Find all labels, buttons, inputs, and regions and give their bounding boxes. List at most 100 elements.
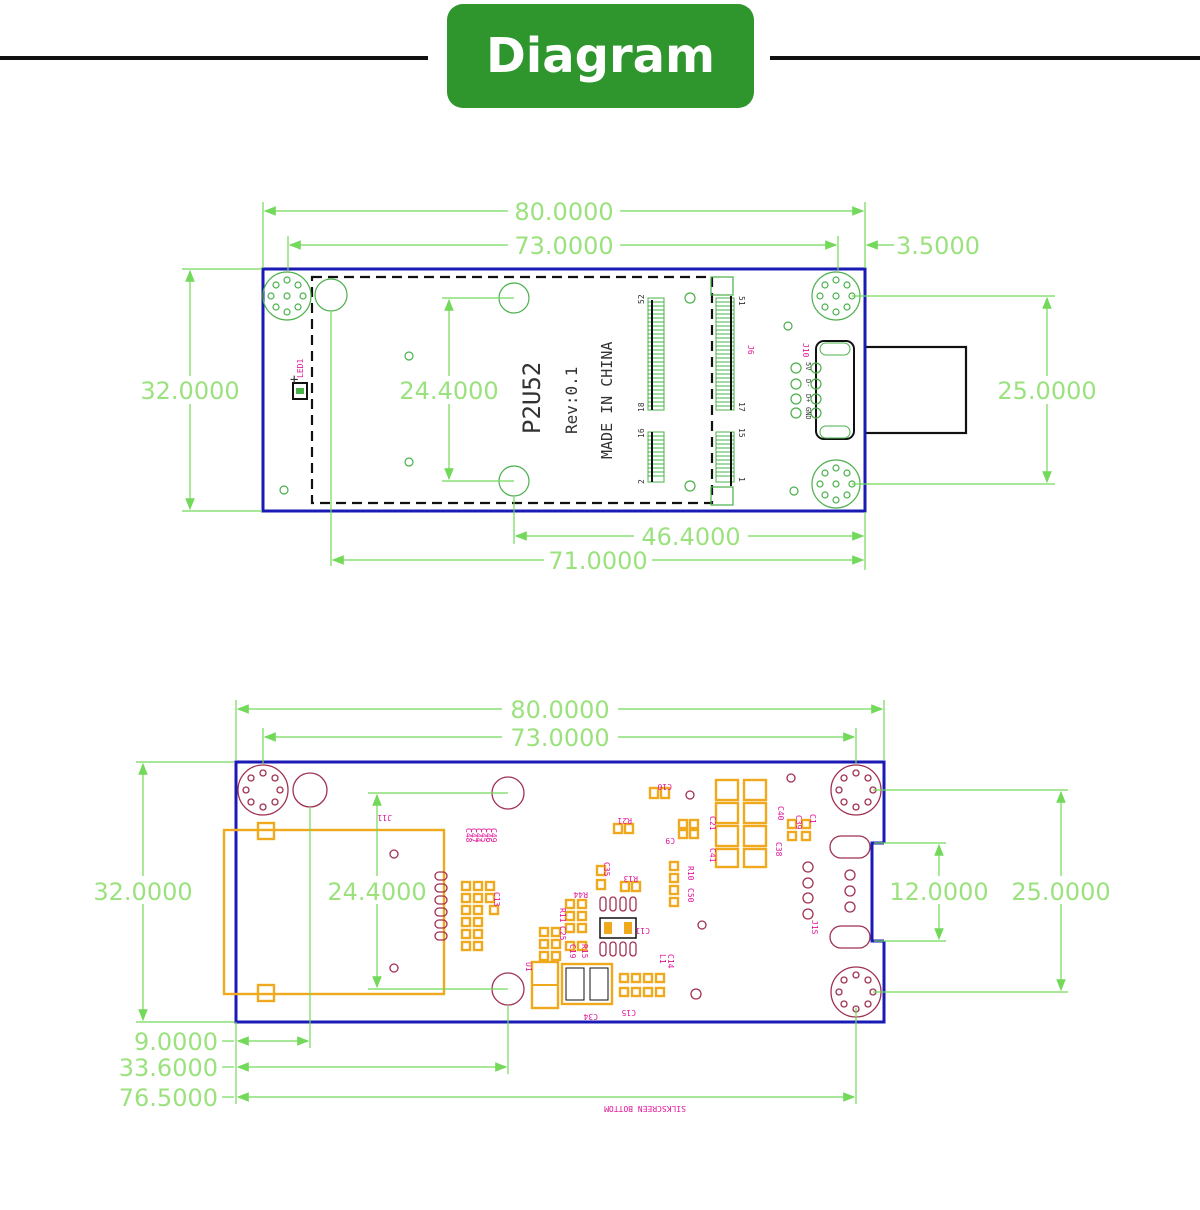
dim-bottom-73-label: 73.0000 xyxy=(510,724,609,752)
connector-j6-left-row xyxy=(647,297,665,483)
ref-designator-j1s: J1S xyxy=(810,920,819,935)
dim-bottom-9: 9.0000 xyxy=(134,807,311,1104)
dim-bottom-32: 32.0000 xyxy=(93,761,234,1023)
led1-footprint xyxy=(292,382,308,400)
pin-1-label: 1 xyxy=(737,477,746,482)
ref-designator-r10: R10 xyxy=(686,866,695,881)
dim-top-80-label: 80.0000 xyxy=(514,198,613,226)
dim-bottom-33-6: 33.6000 xyxy=(119,1005,509,1082)
led-polarity-mark: + xyxy=(290,372,298,388)
dim-top-46-4-label: 46.4000 xyxy=(641,523,740,551)
header-bar: Diagram xyxy=(0,0,1200,120)
dim-bottom-80-label: 80.0000 xyxy=(510,696,609,724)
bottom-board-outline xyxy=(234,760,886,1024)
ref-designator-r15: R15 xyxy=(580,944,589,959)
dim-top-32: 32.0000 xyxy=(140,268,262,512)
pin-16-label: 16 xyxy=(637,428,646,438)
ref-designator-c19: C19 xyxy=(568,944,577,959)
dim-bottom-24-4-label: 24.4000 xyxy=(327,878,426,906)
dim-bottom-32-label: 32.0000 xyxy=(93,878,192,906)
ref-designator-c34: C34 xyxy=(583,1012,598,1021)
ref-designator-c44: C44 xyxy=(474,828,483,843)
mount-hole-top-left xyxy=(262,271,312,321)
ref-designator-c25: C25 xyxy=(558,926,567,941)
ref-designator-c46: C46 xyxy=(484,828,493,843)
dim-top-73: 73.0000 xyxy=(287,232,839,270)
ref-designator-u1: U1 xyxy=(524,962,533,972)
ref-designator-c35: C35 xyxy=(602,862,611,877)
ref-designator-c49: C49 xyxy=(489,828,498,843)
ref-designator-c15: C15 xyxy=(621,1008,636,1017)
dim-top-73-label: 73.0000 xyxy=(514,232,613,260)
ref-designator-c1: C1 xyxy=(808,814,817,824)
dim-bottom-76-5-label: 76.5000 xyxy=(119,1084,218,1112)
pin-18-label: 18 xyxy=(637,402,646,412)
header-rule-left xyxy=(0,56,428,60)
dim-bottom-33-6-label: 33.6000 xyxy=(119,1054,218,1082)
silkscreen-bottom-label: SILKSCREEN BOTTOM xyxy=(604,1104,686,1113)
dim-bottom-24-4: 24.4000 xyxy=(327,792,508,990)
dim-bottom-73: 73.0000 xyxy=(262,724,857,764)
j10-ref-label: J10 xyxy=(801,343,810,358)
dim-bottom-9-label: 9.0000 xyxy=(134,1028,218,1056)
ref-designator-l1: L1 xyxy=(658,954,667,964)
module-keepout-outline xyxy=(310,275,714,505)
revision-label: Rev:0.1 xyxy=(562,367,581,434)
usb-pin-5v-label: 5V xyxy=(804,362,812,371)
dim-top-25-label: 25.0000 xyxy=(997,377,1096,405)
usb-pin-dp-label: D+ xyxy=(804,394,812,402)
dim-top-25: 25.0000 xyxy=(852,295,1097,485)
pin-51-label: 51 xyxy=(737,296,746,306)
j6-ref-label: J6 xyxy=(746,345,755,355)
bottom-hole-left xyxy=(237,764,289,816)
ref-designator-c13: C13 xyxy=(492,892,501,907)
pin-2-label: 2 xyxy=(637,479,646,484)
ref-designator-c45: C45 xyxy=(479,828,488,843)
pin-17-label: 17 xyxy=(737,402,746,412)
component-pads xyxy=(460,778,812,1010)
dim-bottom-12-label: 12.0000 xyxy=(889,878,988,906)
usb-connector-body xyxy=(850,345,968,435)
led-ref-label: LED1 xyxy=(296,359,305,378)
pin-15-label: 15 xyxy=(737,428,746,438)
ref-designator-c38: C38 xyxy=(774,842,783,857)
dim-top-32-label: 32.0000 xyxy=(140,377,239,405)
dim-top-3-5: 3.5000 xyxy=(865,232,980,260)
ref-designator-c50: C50 xyxy=(686,888,695,903)
header-pads-column xyxy=(434,871,448,941)
bottom-usb-pads xyxy=(802,835,871,949)
pin-52-label: 52 xyxy=(637,294,646,304)
dim-bottom-76-5: 76.5000 xyxy=(119,1008,857,1112)
ref-designator-r21: R21 xyxy=(617,816,632,825)
dim-bottom-25: 25.0000 xyxy=(873,789,1111,993)
standoff-hole xyxy=(314,278,348,312)
dim-top-71-label: 71.0000 xyxy=(548,547,647,575)
header-rule-right xyxy=(770,56,1200,60)
connector-j6-right-row xyxy=(710,276,735,506)
ref-designator-r44: R44 xyxy=(573,890,588,899)
ref-designator-c41: C41 xyxy=(708,848,717,863)
title-badge: Diagram xyxy=(447,4,754,108)
dim-top-46-4: 46.4000 xyxy=(513,497,866,570)
usb-pin-gnd-label: GND xyxy=(804,407,812,420)
top-view: P2U52 Rev:0.1 MADE IN CHINA LED1 + J6 J1… xyxy=(140,198,1096,575)
ref-designator-c11: C11 xyxy=(635,926,650,935)
dim-top-71: 71.0000 xyxy=(330,312,865,575)
origin-label: MADE IN CHINA xyxy=(598,342,616,459)
ref-designator-c47: C47 xyxy=(469,828,478,843)
ref-designator-j11: J11 xyxy=(377,813,392,822)
bottom-view: J11C10R21C9C21C41C40C38C39C1C35R13R10C50… xyxy=(93,696,1110,1113)
ref-designator-c21: C21 xyxy=(708,816,717,831)
ref-designator-c10: C10 xyxy=(657,782,672,791)
ref-designator-c39: C39 xyxy=(794,815,803,830)
dim-top-3-5-label: 3.5000 xyxy=(896,232,980,260)
ref-designator-c48: C48 xyxy=(464,828,473,843)
ref-designator-c14: C14 xyxy=(666,954,675,969)
dim-bottom-25-label: 25.0000 xyxy=(1011,878,1110,906)
dim-bottom-80: 80.0000 xyxy=(235,696,885,760)
ref-designator-c40: C40 xyxy=(776,806,785,821)
top-board-outline xyxy=(261,267,867,513)
model-label: P2U52 xyxy=(518,362,546,434)
